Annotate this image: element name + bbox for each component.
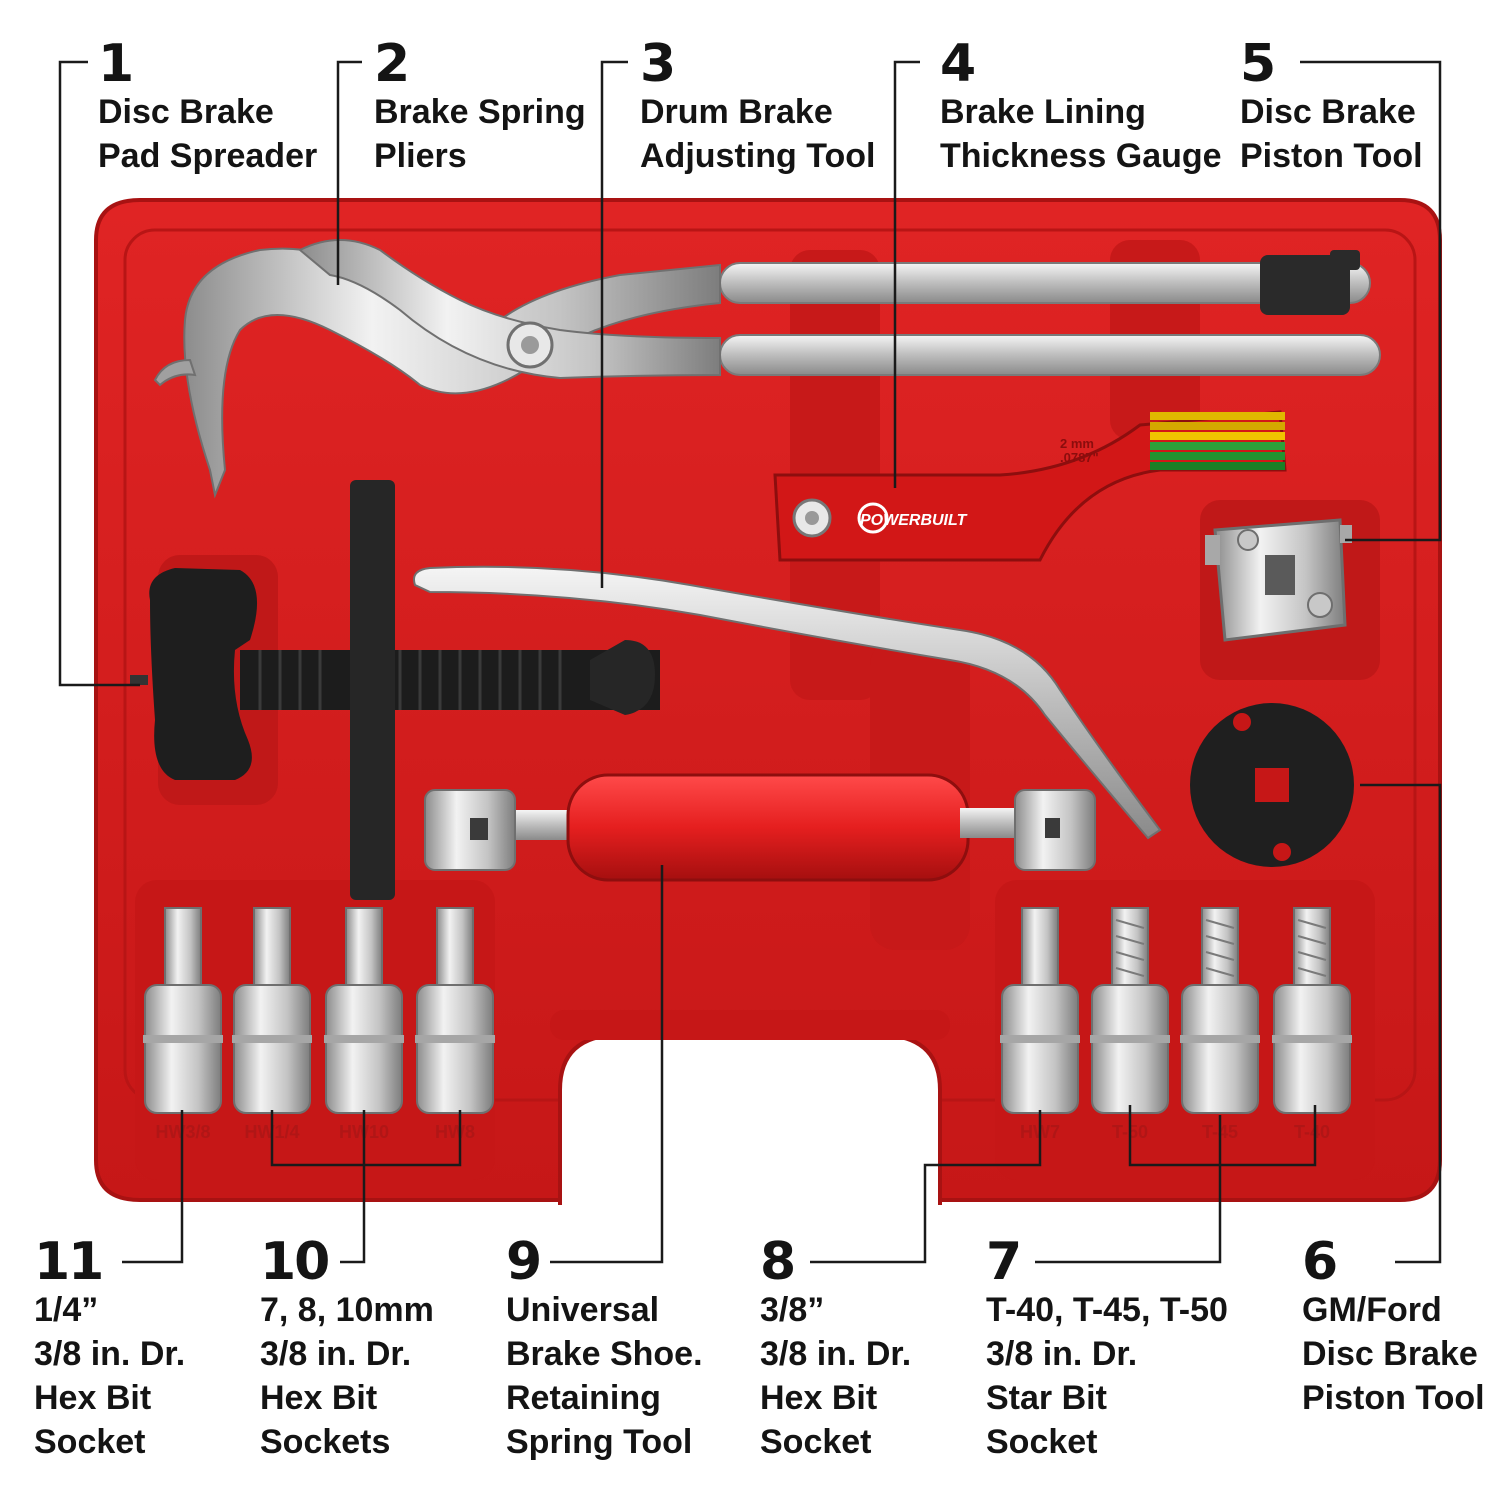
hex-bit [253,907,291,989]
hex-bit [1021,907,1059,989]
callout-line: 3/8 in. Dr. [760,1335,912,1373]
hex-bit [436,907,474,989]
callout-line: 3/8 in. Dr. [260,1335,412,1373]
callout-line: Spring Tool [506,1423,693,1461]
right-socket-0: HW7 [1000,907,1080,1142]
callout-number: 8 [760,1232,796,1292]
callout-number: 2 [374,34,410,94]
hex-bit [164,907,202,989]
callout-line: 1/4” [34,1291,99,1329]
gauge-brand-label: POWERBUILT [860,512,968,529]
callout-line: Disc Brake [1240,93,1416,131]
callout-number: 1 [98,34,134,94]
left-socket-3: HW8 [415,907,495,1142]
callout-line: Brake Spring [374,93,586,131]
callout-number: 6 [1302,1232,1338,1292]
disc-brake-pad-spreader [130,480,660,900]
callout-number: 5 [1240,34,1276,94]
callout-line: Pad Spreader [98,137,318,175]
callout-line: 7, 8, 10mm [260,1291,434,1329]
socket-size-label: HW8 [435,1122,475,1142]
right-socket-3: T-40 [1272,907,1352,1142]
gauge-marking-in: .0787" [1060,450,1099,465]
socket-body [233,984,311,1114]
brake-spring-pliers [153,239,1381,499]
callout-line: Adjusting Tool [640,137,876,175]
callout-6: 6 GM/Ford Disc Brake Piston Tool [1302,1236,1485,1420]
callout-line: Pliers [374,137,467,175]
callout-line: GM/Ford [1302,1291,1442,1329]
callout-5: 5 Disc Brake Piston Tool [1240,38,1423,178]
gm-ford-piston-tool [1190,703,1354,867]
callout-line: Socket [760,1423,872,1461]
callout-11: 11 1/4” 3/8 in. Dr. Hex Bit Socket [34,1236,185,1464]
socket-size-label: T-40 [1294,1122,1330,1142]
drum-brake-adjusting-tool [413,565,1162,840]
callout-number: 11 [34,1232,104,1292]
callout-3: 3 Drum Brake Adjusting Tool [640,38,875,178]
socket-body [1001,984,1079,1114]
socket-body [1181,984,1259,1114]
callout-line: Drum Brake [640,93,833,131]
callout-1: 1 Disc Brake Pad Spreader [98,38,317,178]
retaining-spring-tool [424,773,1096,882]
callout-line: Brake Lining [940,93,1146,131]
right-socket-1: T-50 [1090,907,1170,1142]
callout-line: 3/8 in. Dr. [34,1335,186,1373]
callout-line: Disc Brake [1302,1335,1478,1373]
leader-lines [58,60,1442,1264]
callout-line: Piston Tool [1302,1379,1485,1417]
callout-line: T-40, T-45, T-50 [986,1291,1228,1329]
callout-line: Sockets [260,1423,391,1461]
callout-8: 8 3/8” 3/8 in. Dr. Hex Bit Socket [760,1236,911,1464]
callout-number: 3 [640,34,676,94]
left-socket-0: HW3/8 [143,907,223,1142]
callout-4: 4 Brake Lining Thickness Gauge [940,38,1222,178]
callout-line: 3/8” [760,1291,825,1329]
callout-line: Thickness Gauge [940,137,1222,175]
callout-line: Piston Tool [1240,137,1423,175]
callout-line: Retaining [506,1379,661,1417]
callout-line: Socket [986,1423,1098,1461]
socket-body [1091,984,1169,1114]
brake-lining-thickness-gauge: POWERBUILT 2 mm .0787" [773,410,1287,562]
callout-number: 4 [940,34,976,94]
socket-body [416,984,494,1114]
callout-line: Socket [34,1423,146,1461]
callout-9: 9 Universal Brake Shoe. Retaining Spring… [506,1236,703,1464]
disc-brake-piston-tool-cube [1205,518,1352,642]
callout-line: Disc Brake [98,93,274,131]
callout-line: Universal [506,1291,660,1329]
callout-number: 10 [260,1232,330,1292]
callout-7: 7 T-40, T-45, T-50 3/8 in. Dr. Star Bit … [986,1236,1228,1464]
gauge-marking-mm: 2 mm [1060,436,1094,451]
callout-10: 10 7, 8, 10mm 3/8 in. Dr. Hex Bit Socket… [260,1236,434,1464]
callout-number: 9 [506,1232,542,1292]
callout-line: Hex Bit [760,1379,878,1417]
right-socket-2: T-45 [1180,907,1260,1142]
callout-line: Hex Bit [34,1379,152,1417]
callout-line: Hex Bit [260,1379,378,1417]
case-handle-cutout [558,1033,942,1205]
socket-body [1273,984,1351,1114]
callout-line: Star Bit [986,1379,1107,1417]
callout-line: Brake Shoe. [506,1335,703,1373]
callout-line: 3/8 in. Dr. [986,1335,1138,1373]
socket-body [144,984,222,1114]
callout-2: 2 Brake Spring Pliers [374,38,586,178]
hex-bit [345,907,383,989]
callout-number: 7 [986,1232,1022,1292]
left-socket-2: HW10 [324,907,404,1142]
socket-body [325,984,403,1114]
